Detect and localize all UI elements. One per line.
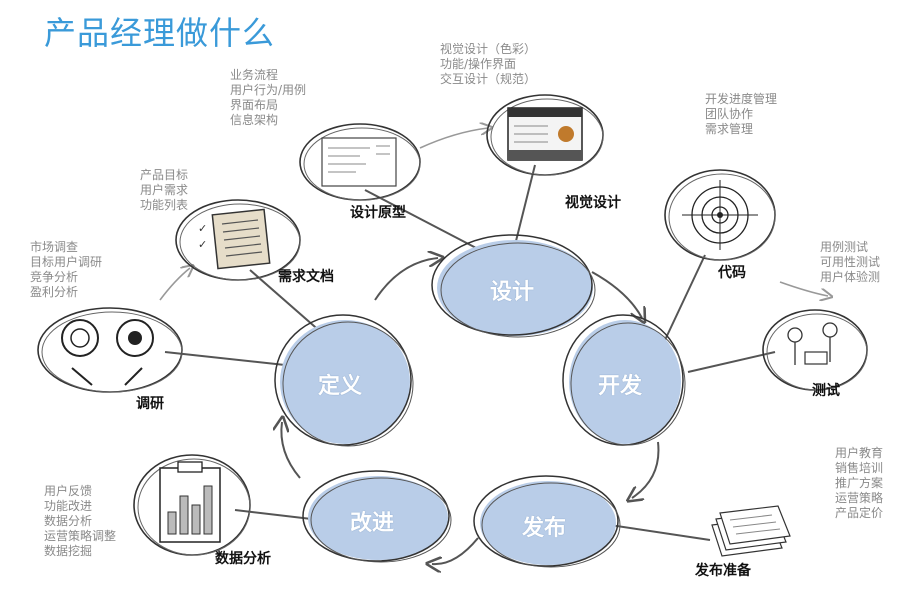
annotation-arrows [159, 128, 828, 300]
note-item: 推广方案 [835, 476, 884, 490]
note-item: 信息架构 [230, 113, 279, 127]
notes-data-analysis: 用户反馈功能改进数据分析运营策略调整数据挖掘 [44, 484, 116, 559]
stage-design: 设计 [490, 280, 535, 305]
stage-develop-shape [562, 314, 686, 446]
notes-visual-design: 视觉设计（色彩）功能/操作界面交互设计（规范） [440, 42, 536, 87]
label-release-prep: 发布准备 [695, 563, 751, 579]
stage-release-shape [473, 475, 621, 568]
stage-define-shape [274, 314, 414, 447]
note-item: 用例测试 [820, 240, 869, 254]
note-item: 用户需求 [140, 183, 189, 197]
note-item: 界面布局 [230, 98, 279, 112]
note-item: 视觉设计（色彩） [440, 42, 537, 56]
note-item: 可用性测试 [820, 255, 881, 269]
note-item: 目标用户调研 [30, 255, 103, 269]
stage-release: 发布 [522, 516, 567, 541]
label-test: 测试 [812, 383, 840, 399]
note-item: 数据分析 [44, 514, 93, 528]
note-item: 销售培训 [835, 461, 884, 475]
cycle-arrows [281, 258, 660, 564]
note-item: 团队协作 [705, 107, 754, 121]
stage-improve: 改进 [350, 511, 395, 536]
notes-research: 市场调查目标用户调研竞争分析盈利分析 [30, 240, 102, 300]
note-item: 功能列表 [140, 198, 189, 212]
note-item: 竞争分析 [30, 270, 79, 284]
label-design-prototype: 设计原型 [350, 205, 406, 221]
note-item: 业务流程 [230, 68, 279, 82]
note-item: 运营策略调整 [44, 529, 117, 543]
notes-release-prep: 用户教育销售培训推广方案运营策略产品定价 [835, 446, 883, 521]
note-item: 需求管理 [705, 122, 754, 136]
note-item: 市场调查 [30, 240, 79, 254]
notes-design-prototype: 业务流程用户行为/用例界面布局信息架构 [230, 68, 306, 128]
note-item: 盈利分析 [30, 285, 79, 299]
label-data-analysis: 数据分析 [215, 551, 271, 567]
note-item: 用户反馈 [44, 484, 93, 498]
visual-design-sketch [486, 94, 604, 176]
stage-design-shape [431, 234, 596, 338]
note-item: 交互设计（规范） [440, 72, 537, 86]
label-code: 代码 [718, 265, 746, 281]
release-prep-sketch [711, 505, 791, 557]
label-visual-design: 视觉设计 [565, 195, 621, 211]
code-sketch [664, 169, 776, 261]
research-sketch [37, 307, 183, 393]
data-analysis-sketch [133, 454, 251, 556]
note-item: 功能/操作界面 [440, 57, 517, 71]
note-item: 用户教育 [835, 446, 884, 460]
notes-requirements-doc: 产品目标用户需求功能列表 [140, 168, 188, 213]
page-title: 产品经理做什么 [44, 14, 276, 52]
stage-define: 定义 [318, 374, 363, 399]
note-item: 功能改进 [44, 499, 93, 513]
notes-code: 开发进度管理团队协作需求管理 [705, 92, 777, 137]
stage-develop: 开发 [598, 374, 643, 399]
svg-text:✓: ✓ [198, 238, 207, 251]
note-item: 用户行为/用例 [230, 83, 307, 97]
note-item: 产品目标 [140, 168, 189, 182]
note-item: 产品定价 [835, 506, 884, 520]
note-item: 运营策略 [835, 491, 884, 505]
label-requirements-doc: 需求文档 [278, 269, 334, 285]
note-item: 数据挖掘 [44, 544, 93, 558]
notes-test: 用例测试可用性测试用户体验测 [820, 240, 880, 285]
stage-improve-shape [302, 470, 452, 563]
svg-text:✓: ✓ [198, 222, 207, 235]
note-item: 用户体验测 [820, 270, 881, 284]
note-item: 开发进度管理 [705, 92, 778, 106]
label-research: 调研 [136, 396, 164, 412]
requirements-doc-sketch: ✓ ✓ [175, 199, 301, 281]
design-prototype-sketch [299, 123, 421, 201]
test-sketch [762, 309, 868, 391]
